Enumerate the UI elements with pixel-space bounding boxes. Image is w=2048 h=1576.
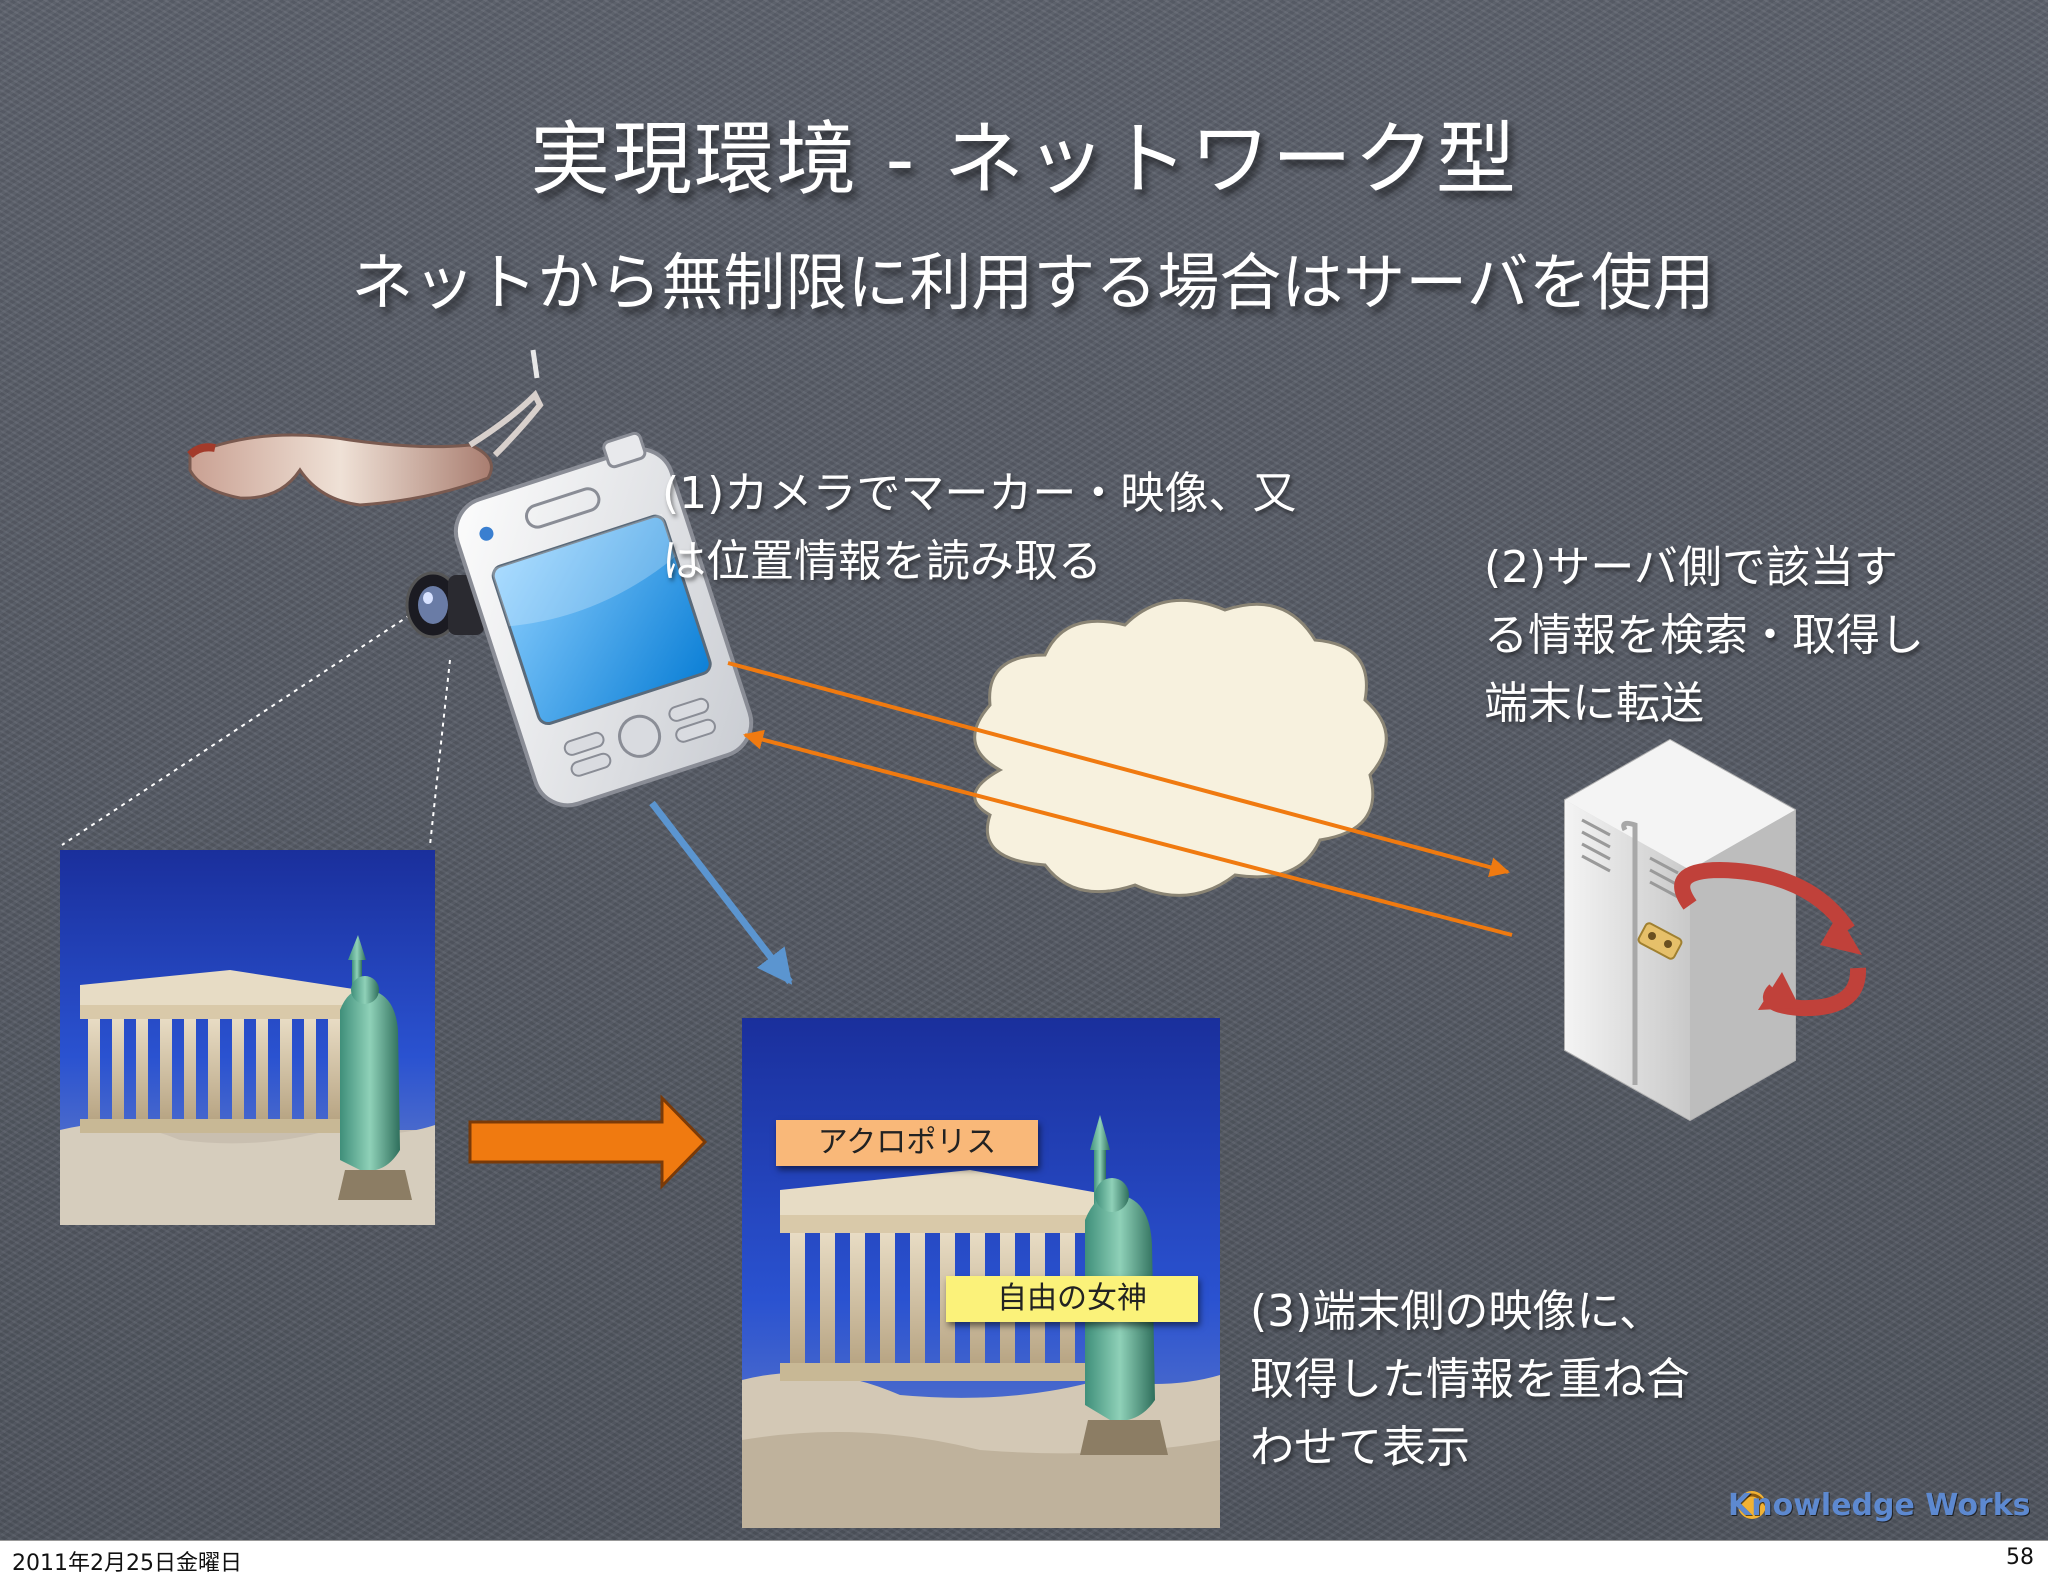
statue-of-liberty: [338, 935, 412, 1200]
glasses-icon: [187, 349, 544, 507]
parthenon: [80, 970, 360, 1133]
transform-arrow: [468, 1094, 708, 1190]
view-line-right: [429, 659, 451, 846]
cloud-icon: [973, 598, 1388, 897]
step2-line1: (2)サーバ側で該当す: [1484, 542, 1898, 593]
step3-note: (3)端末側の映像に、 取得した情報を重ね合 わせて表示: [1250, 1278, 1690, 1482]
label-acropolis: アクロポリス: [776, 1120, 1038, 1166]
page-number: 58: [2006, 1545, 2034, 1570]
result-photo: [742, 1018, 1220, 1528]
footer-date: 2011年2月25日金曜日: [12, 1551, 242, 1576]
sync-arrows-icon: [1674, 861, 1867, 1017]
step2-line3: 端末に転送: [1484, 678, 1704, 729]
step3-line1: (3)端末側の映像に、: [1250, 1286, 1664, 1337]
step3-line3: わせて表示: [1250, 1422, 1470, 1473]
brand-logo-text: Knowledge Works: [1728, 1488, 2031, 1523]
step2-note: (2)サーバ側で該当す る情報を検索・取得し 端末に転送: [1484, 534, 1924, 738]
slide-title: 実現環境 - ネットワーク型: [530, 113, 1518, 206]
request-arrow: [727, 661, 1510, 878]
logo-icon: [1736, 1491, 1768, 1519]
pda-icon: [453, 431, 754, 808]
slide-subtitle: ネットから無制限に利用する場合はサーバを使用: [351, 246, 1715, 319]
label-statue-of-liberty: 自由の女神: [946, 1276, 1198, 1322]
server-icon: [1564, 738, 1796, 1122]
diagram-illustration: [60, 349, 1867, 1528]
step1-line1: (1)カメラでマーカー・映像、又: [662, 468, 1297, 519]
step1-note: (1)カメラでマーカー・映像、又 は位置情報を読み取る: [662, 460, 1296, 596]
response-arrow: [743, 729, 1513, 937]
source-photo: [60, 850, 435, 1225]
step3-line2: 取得した情報を重ね合: [1250, 1354, 1690, 1405]
step2-line2: る情報を検索・取得し: [1484, 610, 1924, 661]
footer-bar: 2011年2月25日金曜日 58: [0, 1540, 2048, 1576]
step1-line2: は位置情報を読み取る: [662, 536, 1102, 587]
view-line-left: [61, 614, 411, 846]
display-arrow: [649, 800, 793, 985]
